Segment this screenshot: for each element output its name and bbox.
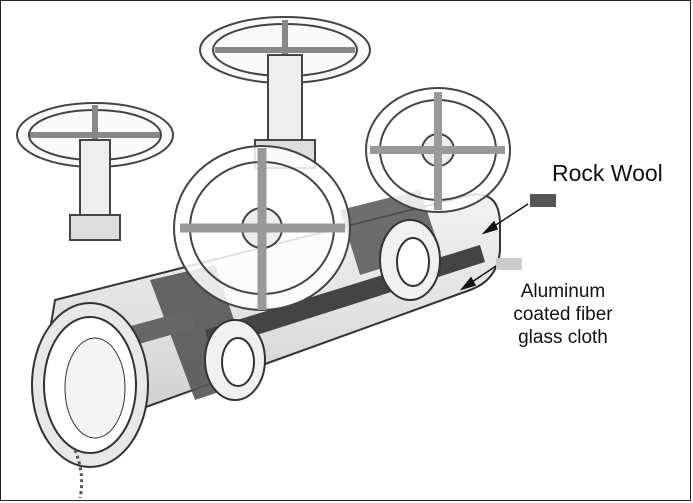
rock-wool-leader-arrow xyxy=(481,203,529,235)
rear-handwheel-center xyxy=(199,16,371,169)
insulated-end-cap xyxy=(31,302,149,499)
side-port-right xyxy=(379,219,441,301)
rock-wool-label: Rock Wool xyxy=(552,160,663,186)
rock-wool-swatch xyxy=(530,194,556,207)
aluminum-cloth-label: Aluminum coated fiber glass cloth xyxy=(498,280,628,349)
aluminum-cloth-label-line-1: Aluminum xyxy=(520,281,606,302)
aluminum-cloth-label-line-3: glass cloth xyxy=(518,327,608,348)
side-port-left xyxy=(204,319,266,401)
rear-handwheel-left xyxy=(16,102,174,241)
front-handwheel-center xyxy=(173,145,351,311)
aluminum-cloth-label-line-2: coated fiber xyxy=(513,304,613,325)
front-handwheel-right xyxy=(365,87,511,213)
aluminum-cloth-leader-arrow xyxy=(459,265,497,291)
aluminum-cloth-swatch xyxy=(496,258,522,270)
